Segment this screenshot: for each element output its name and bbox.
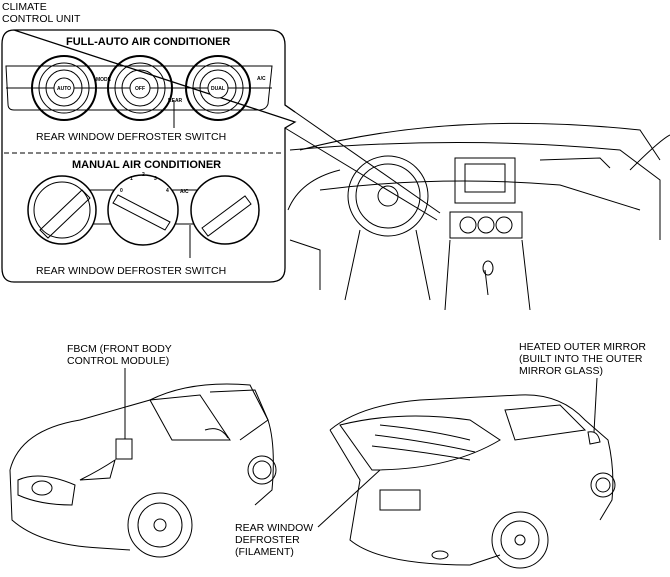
svg-text:1: 1 bbox=[130, 176, 133, 182]
svg-text:3: 3 bbox=[154, 176, 157, 182]
defroster-leader bbox=[318, 470, 380, 527]
defroster-label-3: (FILAMENT) bbox=[235, 546, 294, 558]
manual-heading: MANUAL AIR CONDITIONER bbox=[72, 159, 222, 171]
full-auto-heading: FULL-AUTO AIR CONDITIONER bbox=[66, 36, 231, 48]
climate-control-unit-label-1: CLIMATE bbox=[2, 1, 47, 13]
rear-text: REAR bbox=[168, 98, 183, 104]
svg-text:4: 4 bbox=[166, 188, 169, 194]
callout-line bbox=[285, 105, 440, 213]
ac-text: A/C bbox=[257, 76, 266, 82]
dual-text: DUAL bbox=[211, 86, 225, 92]
svg-text:2: 2 bbox=[142, 172, 145, 178]
manual-panel bbox=[28, 175, 259, 258]
off-text: OFF bbox=[135, 86, 145, 92]
mirror-label-3: MIRROR GLASS) bbox=[519, 365, 604, 377]
fbcm-label-2: CONTROL MODULE) bbox=[67, 355, 170, 367]
auto-text: AUTO bbox=[57, 86, 71, 92]
rear-defroster-switch-label-2: REAR WINDOW DEFROSTER SWITCH bbox=[36, 265, 227, 277]
mirror-label-2: (BUILT INTO THE OUTER bbox=[519, 353, 643, 365]
front-car-illustration bbox=[10, 384, 276, 557]
mirror-leader bbox=[594, 378, 597, 432]
svg-text:A/C: A/C bbox=[180, 189, 189, 195]
defroster-label-1: REAR WINDOW bbox=[235, 522, 314, 534]
fbcm-module bbox=[116, 439, 132, 459]
climate-panel-frame bbox=[2, 30, 295, 282]
mode-text: MODE bbox=[96, 77, 112, 83]
climate-control-unit-label-2: CONTROL UNIT bbox=[2, 13, 81, 25]
fan-speed-labels: 0 1 2 3 4 A/C bbox=[120, 172, 189, 195]
rear-defroster-switch-label-1: REAR WINDOW DEFROSTER SWITCH bbox=[36, 131, 227, 143]
knob-off bbox=[108, 56, 172, 120]
knob-dual bbox=[186, 56, 250, 120]
svg-text:0: 0 bbox=[120, 188, 123, 194]
defroster-label-2: DEFROSTER bbox=[235, 534, 300, 546]
callout-line bbox=[285, 128, 437, 220]
rear-car-illustration bbox=[330, 395, 615, 568]
dashboard-illustration bbox=[288, 123, 670, 310]
knob-auto bbox=[32, 56, 96, 120]
full-auto-panel bbox=[6, 56, 272, 128]
fbcm-label-1: FBCM (FRONT BODY bbox=[67, 343, 172, 355]
mirror-label-1: HEATED OUTER MIRROR bbox=[519, 341, 646, 353]
